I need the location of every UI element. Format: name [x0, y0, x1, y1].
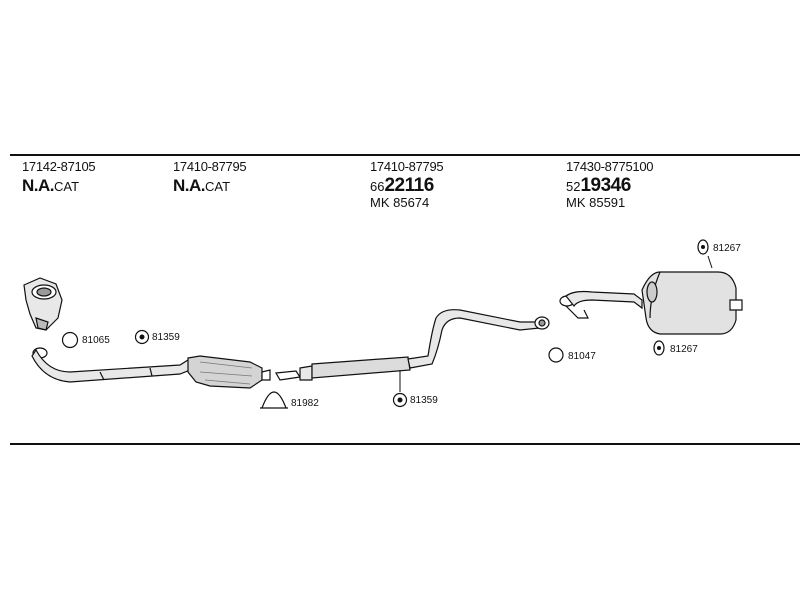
- code-prefix-4: 52: [566, 179, 581, 194]
- code-4: 5219346: [566, 176, 653, 195]
- ring-81047: [548, 347, 564, 363]
- bracket-81359-a: [134, 329, 150, 345]
- cat-bold-1: N.A.: [22, 176, 55, 195]
- code-main-3: 22116: [384, 175, 434, 196]
- ring-81065: [61, 331, 79, 349]
- cat-label-1: N.A.CAT: [22, 177, 95, 194]
- cat-rest-2: CAT: [205, 179, 231, 194]
- part-number-2: 17410-87795: [173, 159, 247, 174]
- part-number-4: 17430-8775100: [566, 159, 654, 174]
- part-number-1: 17142-87105: [22, 159, 96, 174]
- catalytic-converter-front: [23, 277, 63, 331]
- center-pipe-with-resonator: [275, 309, 550, 381]
- hanger-81267-b: [653, 340, 665, 356]
- label-81267-b: 81267: [670, 344, 698, 355]
- rear-muffler: [559, 271, 743, 335]
- front-pipe-with-converter: [31, 347, 271, 389]
- code-main-4: 19346: [580, 175, 631, 196]
- label-81047: 81047: [568, 351, 596, 362]
- cat-rest-1: CAT: [54, 179, 80, 194]
- cat-label-2: N.A.CAT: [173, 177, 246, 194]
- mk-4: MK 85591: [566, 195, 626, 210]
- hanger-81267-a: [697, 239, 713, 269]
- label-81359-a: 81359: [152, 332, 180, 343]
- header-2: 17410-87795 N.A.CAT: [173, 159, 247, 194]
- header-3: 17410-87795 6622116 MK 85674: [370, 159, 444, 210]
- code-prefix-3: 66: [370, 179, 385, 194]
- label-81982: 81982: [291, 398, 319, 409]
- bracket-81359-b: [392, 370, 408, 408]
- label-81359-b: 81359: [410, 395, 438, 406]
- part-number-3: 17410-87795: [370, 159, 444, 174]
- code-3: 6622116: [370, 176, 443, 195]
- cat-bold-2: N.A.: [173, 176, 206, 195]
- clamp-81982: [260, 391, 288, 409]
- label-81267-a: 81267: [713, 243, 741, 254]
- header-4: 17430-8775100 5219346 MK 85591: [566, 159, 654, 210]
- mk-3: MK 85674: [370, 195, 430, 210]
- label-81065: 81065: [82, 335, 110, 346]
- header-1: 17142-87105 N.A.CAT: [22, 159, 96, 194]
